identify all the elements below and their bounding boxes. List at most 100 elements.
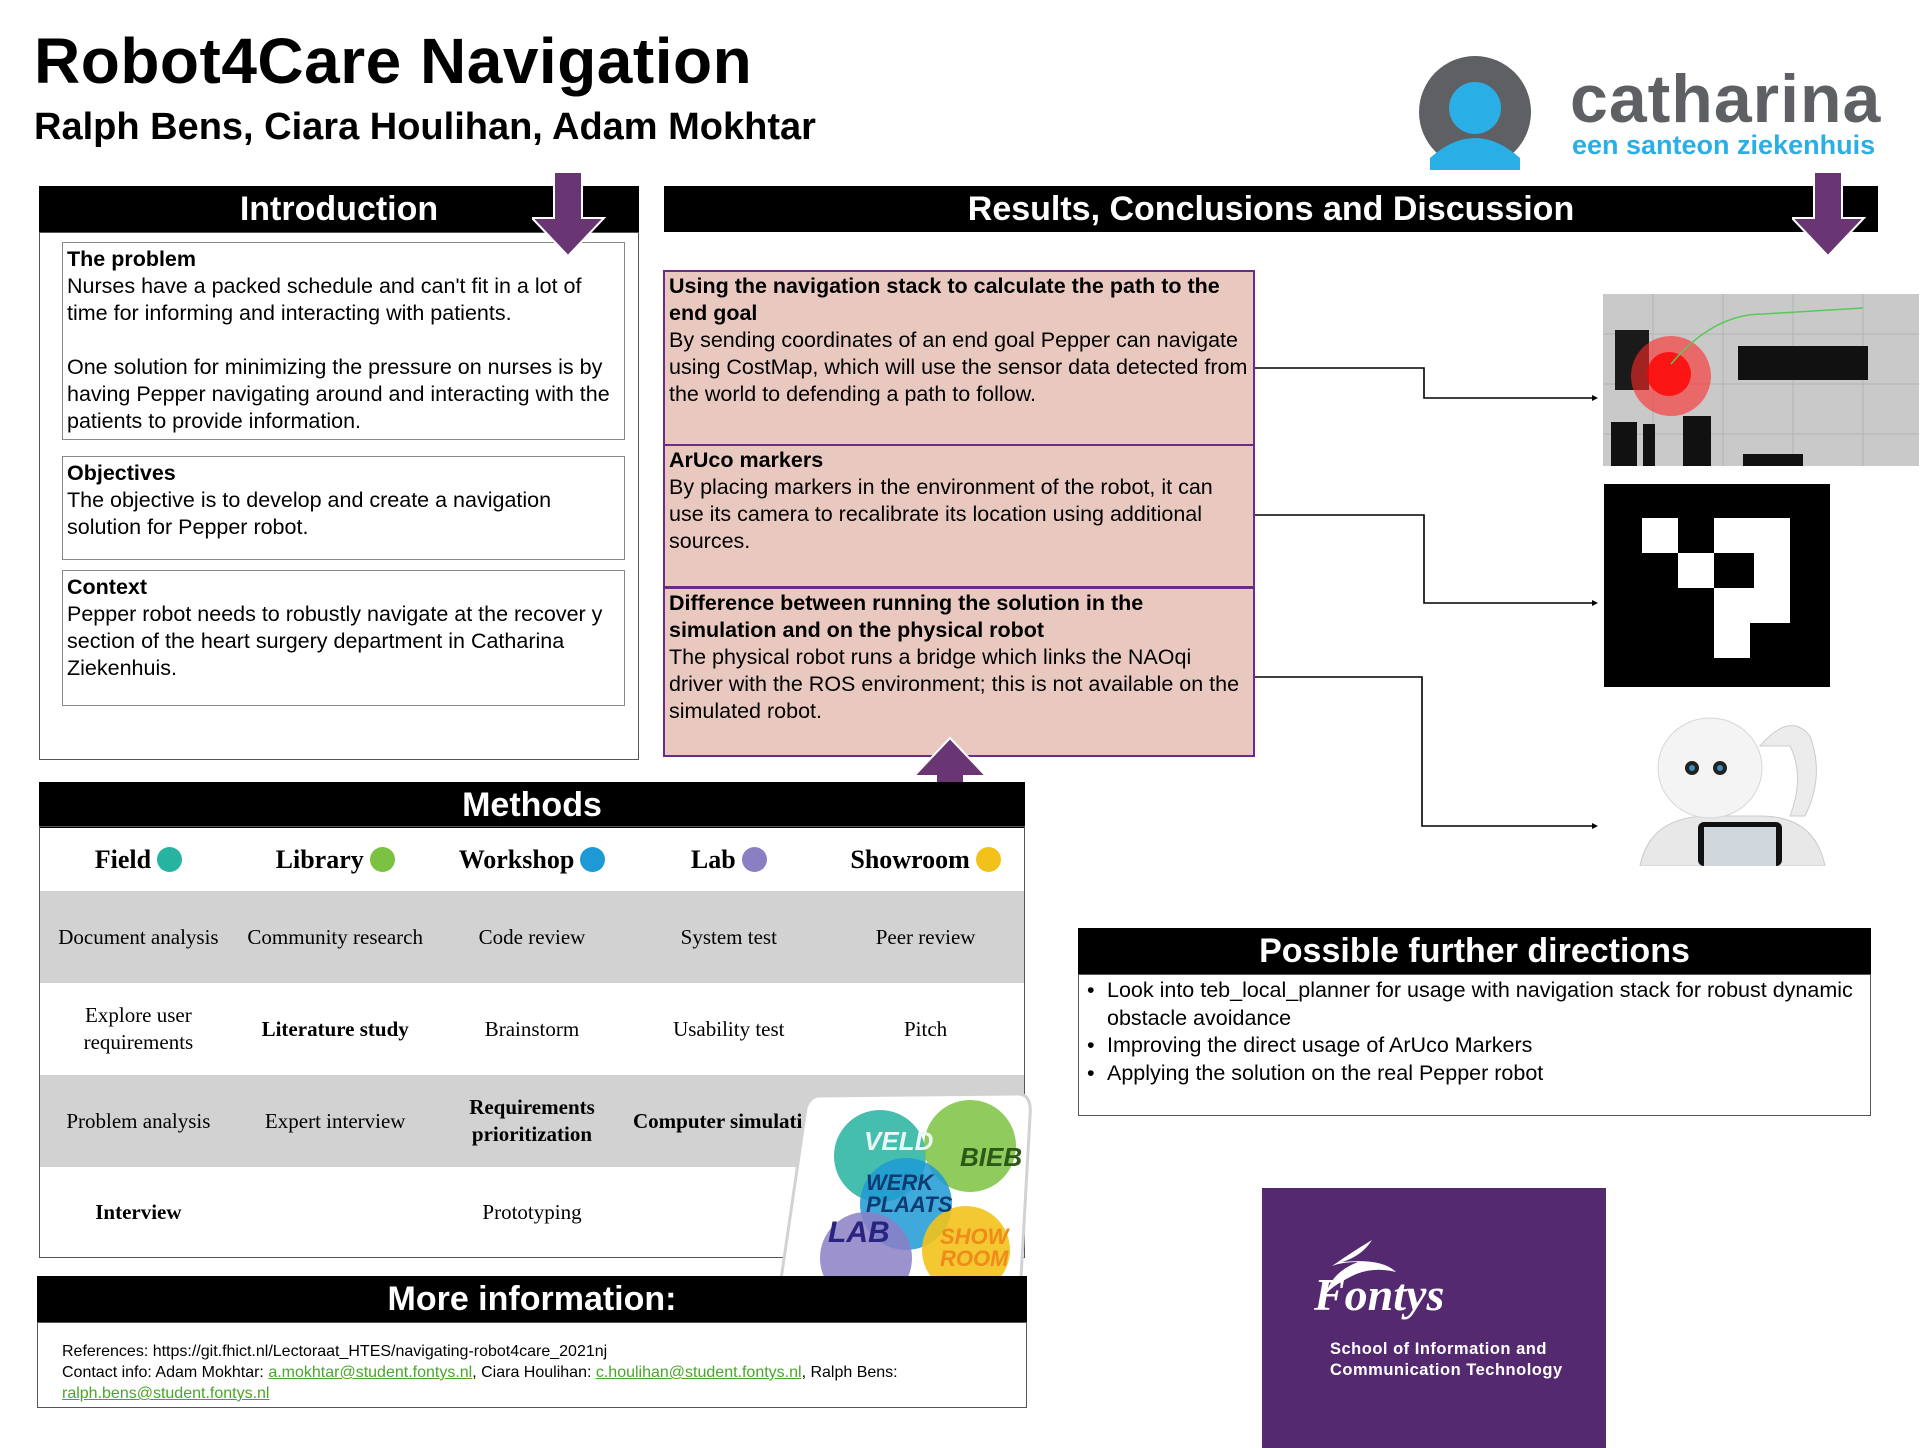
contact-separator: , Ciara Houlihan: xyxy=(472,1364,596,1381)
email-link-mokhtar[interactable]: a.mokhtar@student.fontys.nl xyxy=(268,1364,473,1381)
email-link-bens[interactable]: ralph.bens@student.fontys.nl xyxy=(62,1385,270,1402)
context-text: Pepper robot needs to robustly navigate … xyxy=(67,602,603,680)
introduction-panel xyxy=(39,232,639,760)
method-cell: Document analysis xyxy=(58,924,219,949)
method-cell: Brainstorm xyxy=(484,1016,580,1041)
context-title: Context xyxy=(67,575,148,599)
contact-info: Contact info: Adam Mokhtar: a.mokhtar@st… xyxy=(62,1362,1002,1404)
aruco-marker-image xyxy=(1604,484,1830,687)
method-cell: Explore user requirements xyxy=(83,1003,194,1054)
further-item: Look into teb_local_planner for usage wi… xyxy=(1083,977,1866,1032)
method-cell: Literature study xyxy=(261,1016,409,1041)
methods-heading: Methods xyxy=(462,786,602,824)
result-title: ArUco markers xyxy=(669,448,824,472)
library-icon xyxy=(369,846,395,872)
method-cell: Usability test xyxy=(673,1016,785,1041)
result-text: The physical robot runs a bridge which l… xyxy=(669,645,1240,723)
result-box-aruco: ArUco markers By placing markers in the … xyxy=(663,444,1255,588)
method-cell: Pitch xyxy=(904,1016,948,1041)
more-info-header: More information: xyxy=(37,1276,1027,1322)
methods-row: Interview Prototyping xyxy=(40,1167,1024,1257)
method-column-label: Showroom xyxy=(850,844,970,874)
method-column-library: Library xyxy=(237,827,434,891)
result-title: Difference between running the solution … xyxy=(669,591,1144,642)
sticker-label-lab: LAB xyxy=(828,1216,890,1249)
method-column-label: Library xyxy=(275,844,364,874)
fontys-name: Fontys xyxy=(1314,1269,1445,1320)
poster-title: Robot4Care Navigation xyxy=(34,25,753,97)
method-cell: Expert interview xyxy=(264,1108,406,1133)
connector-line xyxy=(1255,367,1592,399)
arrow-down-icon xyxy=(1792,171,1867,258)
objectives-card: Objectives The objective is to develop a… xyxy=(62,456,625,560)
connector-arrowhead xyxy=(1592,600,1598,606)
method-cell: Community research xyxy=(247,924,423,949)
method-column-showroom: Showroom xyxy=(827,827,1024,891)
method-cell: System test xyxy=(680,924,777,949)
catharina-subtitle: een santeon ziekenhuis xyxy=(1572,130,1876,160)
workshop-icon xyxy=(580,846,606,872)
sticker-label-library: BIEB xyxy=(960,1142,1023,1172)
methods-table: Field Library Workshop Lab Showroom Docu… xyxy=(39,826,1025,1258)
introduction-heading: Introduction xyxy=(239,190,439,228)
references-text: References: https://git.fhict.nl/Lectora… xyxy=(62,1343,608,1360)
method-cell: Prototyping xyxy=(482,1199,582,1224)
method-column-label: Field xyxy=(94,844,152,874)
method-column-lab: Lab xyxy=(630,827,827,891)
email-link-houlihan[interactable]: c.houlihan@student.fontys.nl xyxy=(595,1364,802,1381)
method-cell: Requirements prioritization xyxy=(469,1095,595,1146)
problem-paragraph-1: Nurses have a packed schedule and can't … xyxy=(67,274,582,325)
method-cell: Problem analysis xyxy=(66,1108,211,1133)
methods-row: Explore user requirements Literature stu… xyxy=(40,983,1024,1075)
fontys-subtitle-line-2: Communication Technology xyxy=(1330,1361,1563,1379)
result-title: Using the navigation stack to calculate … xyxy=(669,274,1220,325)
fontys-subtitle-line-1: School of Information and xyxy=(1330,1340,1547,1358)
further-item: Applying the solution on the real Pepper… xyxy=(1083,1060,1866,1088)
connector-line xyxy=(1255,676,1592,827)
methods-header: Methods xyxy=(39,782,1025,828)
lab-icon xyxy=(741,846,767,872)
sticker-label-workshop: WERK PLAATS xyxy=(866,1170,953,1217)
problem-paragraph-2: One solution for minimizing the pressure… xyxy=(67,355,610,433)
catharina-name: catharina xyxy=(1570,61,1882,137)
further-panel: Look into teb_local_planner for usage wi… xyxy=(1078,974,1871,1116)
method-cell xyxy=(237,1167,434,1257)
catharina-person-icon xyxy=(1419,56,1531,170)
problem-card: The problem Nurses have a packed schedul… xyxy=(62,242,625,440)
method-column-field: Field xyxy=(40,827,237,891)
methods-header-row: Field Library Workshop Lab Showroom xyxy=(40,827,1024,891)
methods-row: Document analysis Community research Cod… xyxy=(40,891,1024,983)
method-cell: Peer review xyxy=(875,924,976,949)
context-card: Context Pepper robot needs to robustly n… xyxy=(62,570,625,706)
fontys-swirl-icon xyxy=(1326,1240,1396,1294)
result-text: By placing markers in the environment of… xyxy=(669,475,1213,553)
contact-prefix: Contact info: Adam Mokhtar: xyxy=(62,1364,269,1381)
method-cell: Computer simulation xyxy=(633,1108,825,1133)
results-header: Results, Conclusions and Discussion xyxy=(664,186,1878,232)
further-heading: Possible further directions xyxy=(1259,932,1690,970)
result-box-navigation-stack: Using the navigation stack to calculate … xyxy=(663,270,1255,446)
pepper-robot-image xyxy=(1610,706,1860,867)
more-info-panel: References: https://git.fhict.nl/Lectora… xyxy=(37,1322,1027,1408)
method-column-label: Lab xyxy=(690,844,736,874)
costmap-screenshot xyxy=(1603,294,1919,466)
results-heading: Results, Conclusions and Discussion xyxy=(967,190,1575,228)
more-info-heading: More information: xyxy=(387,1280,677,1318)
result-box-simulation-vs-physical: Difference between running the solution … xyxy=(663,587,1255,757)
connector-arrowhead xyxy=(1592,823,1598,829)
connector-arrowhead xyxy=(1592,395,1598,401)
result-text: By sending coordinates of an end goal Pe… xyxy=(669,328,1248,406)
arrow-down-icon xyxy=(532,171,607,258)
showroom-icon xyxy=(975,846,1001,872)
sticker-label-field: VELD xyxy=(864,1126,934,1156)
further-header: Possible further directions xyxy=(1078,928,1871,974)
catharina-logo xyxy=(1418,56,1908,176)
objectives-title: Objectives xyxy=(67,461,176,485)
problem-title: The problem xyxy=(67,247,197,271)
method-cell: Interview xyxy=(95,1199,182,1224)
fontys-logo: Fontys School of Information and Communi… xyxy=(1262,1188,1606,1448)
objectives-text: The objective is to develop and create a… xyxy=(67,488,552,539)
poster-authors: Ralph Bens, Ciara Houlihan, Adam Mokhtar xyxy=(34,106,816,148)
sticker-label-showroom: SHOW ROOM xyxy=(940,1224,1009,1271)
further-item: Improving the direct usage of ArUco Mark… xyxy=(1083,1032,1866,1060)
